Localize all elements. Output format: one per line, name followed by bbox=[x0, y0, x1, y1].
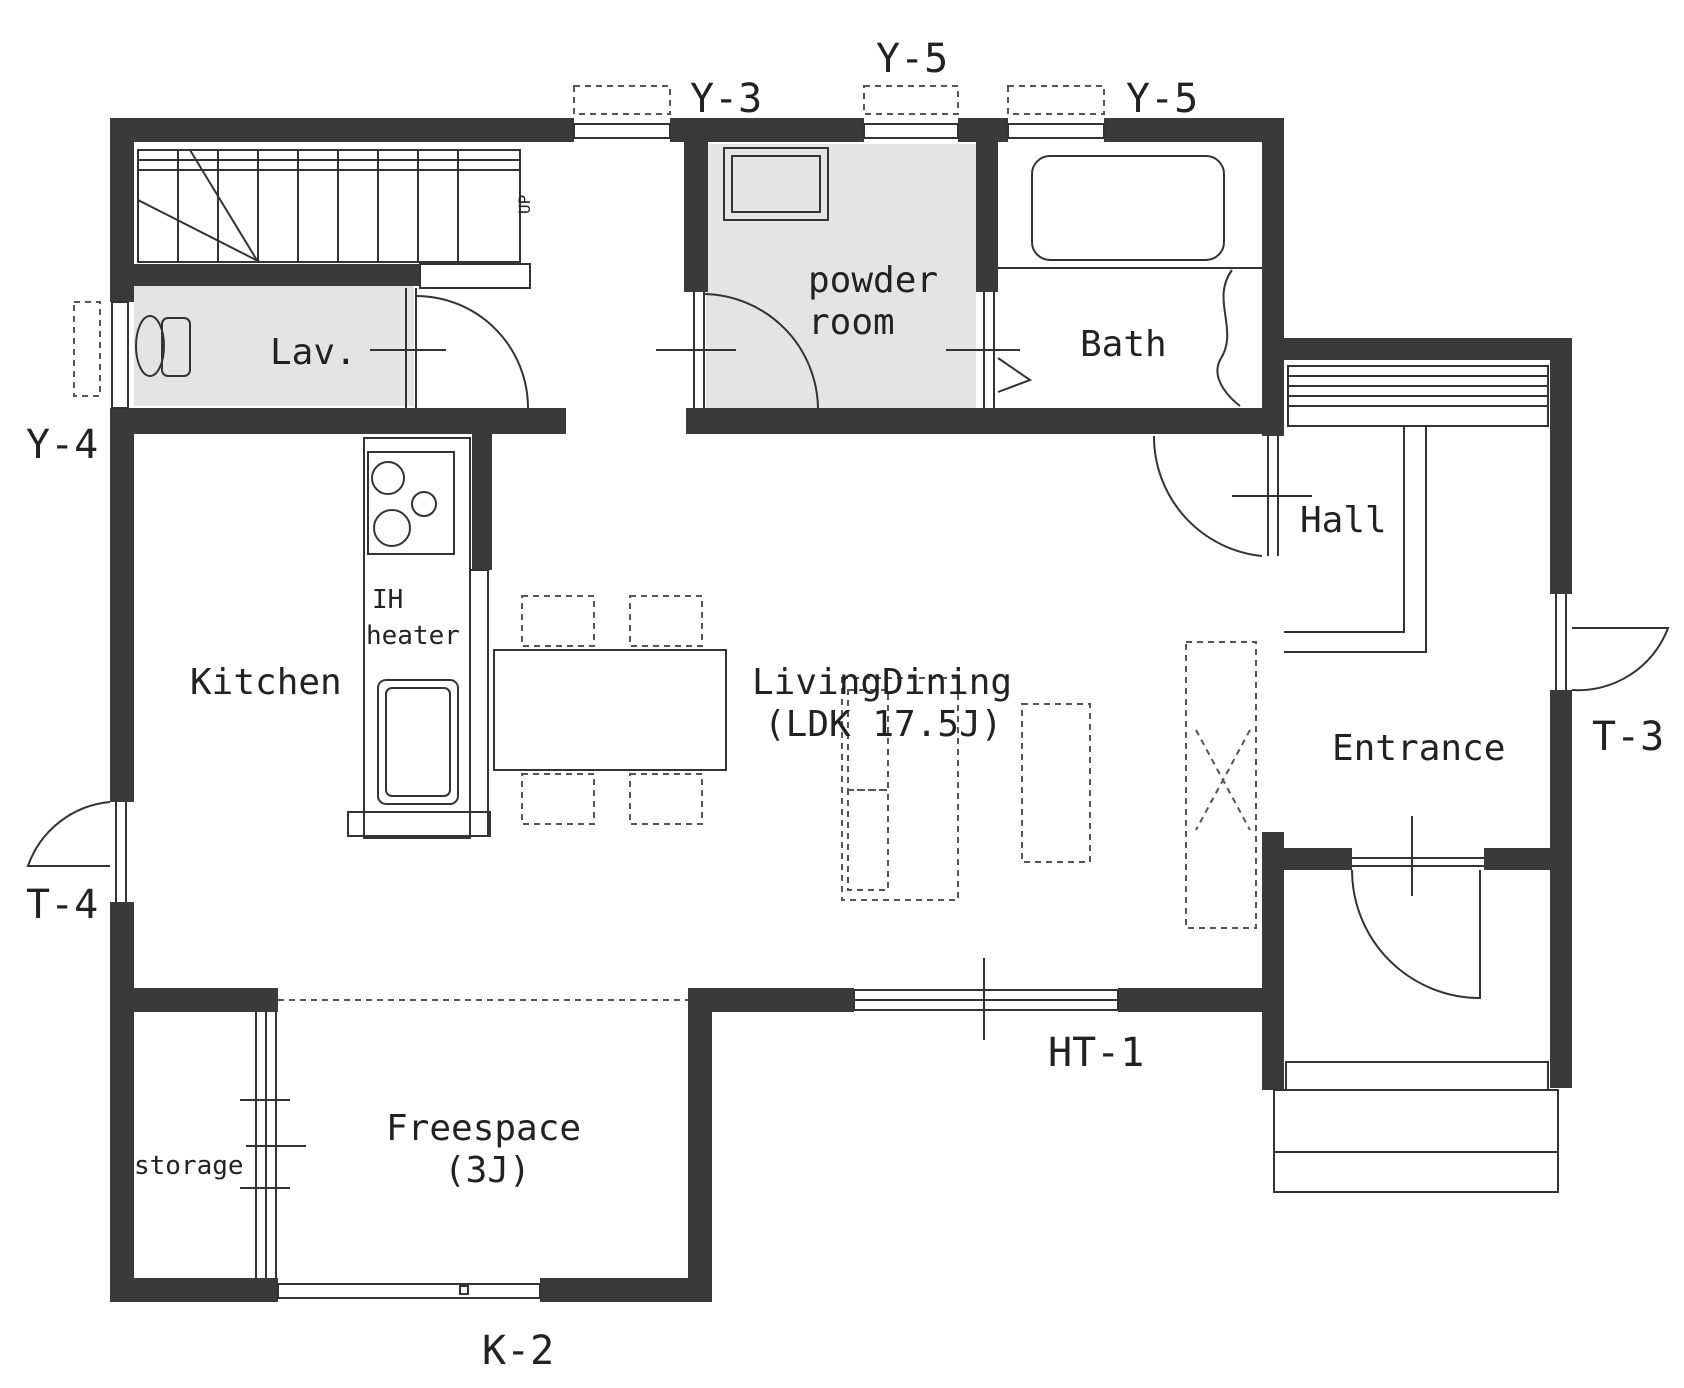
window-y5-right[interactable] bbox=[1007, 85, 1105, 139]
door-t3-swing[interactable] bbox=[1571, 627, 1670, 692]
bathtub-icon bbox=[997, 155, 1262, 407]
walls bbox=[110, 118, 1572, 1302]
hall-stairs bbox=[1284, 365, 1549, 653]
window-y5-top[interactable] bbox=[863, 85, 959, 139]
door-t4-swing[interactable] bbox=[26, 801, 111, 867]
code-t4: T-4 bbox=[26, 882, 98, 928]
room-label-storage: storage bbox=[134, 1151, 244, 1181]
dining-table bbox=[493, 595, 727, 825]
room-label-powder-line2: room bbox=[808, 302, 895, 343]
porch-steps bbox=[1273, 1061, 1559, 1193]
window-k2[interactable] bbox=[277, 1283, 541, 1299]
window-y3[interactable] bbox=[573, 85, 671, 139]
storage-sliding-door[interactable] bbox=[240, 1012, 306, 1278]
code-y5-top: Y-5 bbox=[876, 36, 948, 82]
code-y4: Y-4 bbox=[26, 422, 98, 468]
code-y5-right: Y-5 bbox=[1126, 76, 1198, 122]
code-ht1: HT-1 bbox=[1048, 1030, 1144, 1076]
room-label-freespace-line2: (3J) bbox=[444, 1150, 531, 1191]
room-label-kitchen: Kitchen bbox=[190, 662, 342, 703]
label-ih-line2: heater bbox=[366, 621, 460, 651]
room-label-lav: Lav. bbox=[270, 332, 357, 373]
room-label-powder-line1: powder bbox=[808, 260, 938, 301]
window-y4[interactable] bbox=[73, 301, 129, 409]
kitchen-counter bbox=[347, 437, 491, 839]
room-label-living-line2: (LDK 17.5J) bbox=[764, 704, 1002, 745]
room-label-bath: Bath bbox=[1080, 324, 1167, 365]
powder-room-floor bbox=[706, 144, 976, 408]
room-label-entrance: Entrance bbox=[1332, 728, 1505, 769]
tv-stand bbox=[1185, 641, 1257, 929]
label-ih-line1: IH bbox=[372, 585, 403, 615]
powder-door-swing[interactable] bbox=[703, 293, 819, 409]
toilet-icon bbox=[135, 315, 191, 377]
hall-door-swing[interactable] bbox=[1152, 435, 1263, 557]
lav-floor bbox=[134, 286, 414, 406]
entrance-inner-door-swing[interactable] bbox=[1351, 869, 1481, 1000]
room-label-hall: Hall bbox=[1300, 500, 1387, 541]
code-y3: Y-3 bbox=[690, 76, 762, 122]
code-t3: T-3 bbox=[1592, 714, 1664, 760]
sliding-door-ht1[interactable] bbox=[853, 958, 1119, 1040]
room-label-freespace-line1: Freespace bbox=[386, 1108, 581, 1149]
sofa bbox=[841, 677, 959, 901]
stair-up-label: UP bbox=[515, 195, 534, 214]
staircase: UP bbox=[137, 149, 534, 289]
lav-door-swing[interactable] bbox=[415, 295, 529, 409]
room-label-living-line1: LivingDining bbox=[752, 662, 1012, 703]
washbasin-icon bbox=[723, 147, 829, 221]
low-table bbox=[1021, 703, 1091, 863]
ih-heater-icon bbox=[367, 451, 455, 555]
code-k2: K-2 bbox=[482, 1328, 554, 1374]
